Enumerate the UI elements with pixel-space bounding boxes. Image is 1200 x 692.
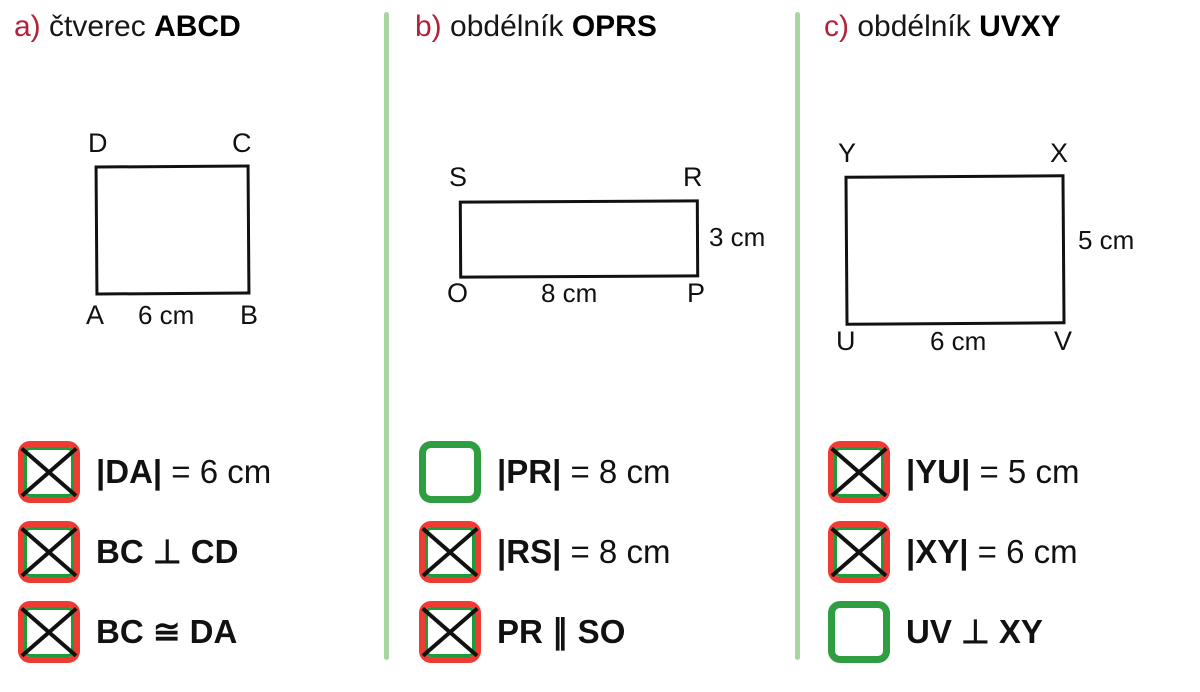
heading-a: a) čtverec ABCD [14,8,241,46]
vertex-label-bottom-left-c: U [836,326,856,356]
heading-marker-c: c) [824,10,849,43]
answer-bold: |PR| [497,453,562,490]
figure-rectangle-uvxy: Y X U V 6 cm 5 cm [800,130,1200,356]
answer-rest: = 8 cm [561,533,671,570]
answer-row[interactable]: |YU| = 5 cm [828,432,1079,512]
answer-bold: |YU| [906,453,971,490]
answer-row[interactable]: |PR| = 8 cm [419,432,670,512]
answer-rest: = 6 cm [162,453,272,490]
column-b: b) obdélník OPRS S R O P 8 cm 3 cm |PR| … [389,0,795,692]
column-divider-1 [384,12,389,660]
vertex-label-top-left-c: Y [838,138,857,168]
column-c: c) obdélník UVXY Y X U V 6 cm 5 cm |YU| … [800,0,1200,692]
rectangle-outline-oprs [458,199,700,279]
dimension-bottom-b: 8 cm [541,278,598,308]
checkbox-b-2[interactable] [419,521,481,583]
answer-row[interactable]: |XY| = 6 cm [828,512,1079,592]
vertex-label-bottom-right-b: P [687,278,706,308]
vertex-label-bottom-left-b: O [447,278,469,308]
heading-marker-a: a) [14,10,41,43]
answer-bold: UV ⊥ XY [906,613,1043,650]
answer-bold: |RS| [497,533,562,570]
heading-name-c: UVXY [979,10,1061,43]
answer-label-c-1: |YU| = 5 cm [906,454,1079,490]
answer-label-a-2: BC ⊥ CD [96,534,238,570]
heading-word-a: čtverec [49,10,146,43]
vertex-label-bottom-right-c: V [1054,326,1073,356]
figure-square-abcd: D C A B 6 cm [0,120,384,350]
answer-list-c: |YU| = 5 cm |XY| = 6 cm UV ⊥ XY [828,432,1079,672]
answer-label-a-1: |DA| = 6 cm [96,454,271,490]
answer-label-b-3: PR ∥ SO [497,614,625,650]
cross-icon [425,607,475,657]
checkbox-c-1[interactable] [828,441,890,503]
answer-bold: BC ⊥ CD [96,533,239,570]
vertex-label-bottom-right-a: B [240,300,259,330]
answer-bold: PR ∥ SO [497,613,626,650]
checkbox-a-1[interactable] [18,441,80,503]
cross-icon [24,607,74,657]
cross-icon [425,527,475,577]
answer-list-b: |PR| = 8 cm |RS| = 8 cm PR ∥ SO [419,432,670,672]
checkbox-b-3[interactable] [419,601,481,663]
answer-bold: |DA| [96,453,163,490]
checkbox-c-2[interactable] [828,521,890,583]
cross-icon [24,527,74,577]
square-outline-abcd [94,164,251,296]
checkbox-b-1[interactable] [419,441,481,503]
heading-name-a: ABCD [154,10,241,43]
answer-row[interactable]: |RS| = 8 cm [419,512,670,592]
answer-rest: = 6 cm [968,533,1078,570]
column-divider-2 [795,12,800,660]
cross-icon [24,447,74,497]
vertex-label-top-right-b: R [683,162,703,192]
figure-rectangle-oprs: S R O P 8 cm 3 cm [389,150,795,330]
checkbox-a-2[interactable] [18,521,80,583]
answer-row[interactable]: BC ≅ DA [18,592,271,672]
checkbox-a-3[interactable] [18,601,80,663]
answer-label-a-3: BC ≅ DA [96,614,237,650]
answer-bold: BC ≅ DA [96,613,238,650]
vertex-label-top-left-a: D [88,128,108,158]
column-a: a) čtverec ABCD D C A B 6 cm |DA| = 6 cm [0,0,384,692]
answer-row[interactable]: UV ⊥ XY [828,592,1079,672]
dimension-right-b: 3 cm [709,222,766,252]
cross-icon [834,447,884,497]
answer-rest: = 8 cm [561,453,671,490]
answer-label-b-1: |PR| = 8 cm [497,454,670,490]
dimension-right-c: 5 cm [1078,225,1135,255]
answer-list-a: |DA| = 6 cm BC ⊥ CD BC ≅ DA [18,432,271,672]
heading-marker-b: b) [415,10,442,43]
answer-row[interactable]: |DA| = 6 cm [18,432,271,512]
cross-icon [834,527,884,577]
dimension-bottom-a: 6 cm [138,300,195,330]
answer-bold: |XY| [906,533,969,570]
answer-rest: = 5 cm [970,453,1080,490]
answer-label-c-2: |XY| = 6 cm [906,534,1078,570]
heading-name-b: OPRS [571,10,657,43]
heading-word-c: obdélník [857,10,971,43]
vertex-label-top-right-c: X [1050,138,1069,168]
checkbox-c-3[interactable] [828,601,890,663]
rectangle-outline-uvxy [844,174,1066,326]
dimension-bottom-c: 6 cm [930,326,987,356]
vertex-label-bottom-left-a: A [86,300,105,330]
answer-row[interactable]: PR ∥ SO [419,592,670,672]
answer-row[interactable]: BC ⊥ CD [18,512,271,592]
heading-c: c) obdélník UVXY [824,8,1061,46]
answer-label-b-2: |RS| = 8 cm [497,534,670,570]
vertex-label-top-right-a: C [232,128,252,158]
vertex-label-top-left-b: S [449,162,468,192]
heading-b: b) obdélník OPRS [415,8,657,46]
answer-label-c-3: UV ⊥ XY [906,614,1043,650]
heading-word-b: obdélník [450,10,564,43]
